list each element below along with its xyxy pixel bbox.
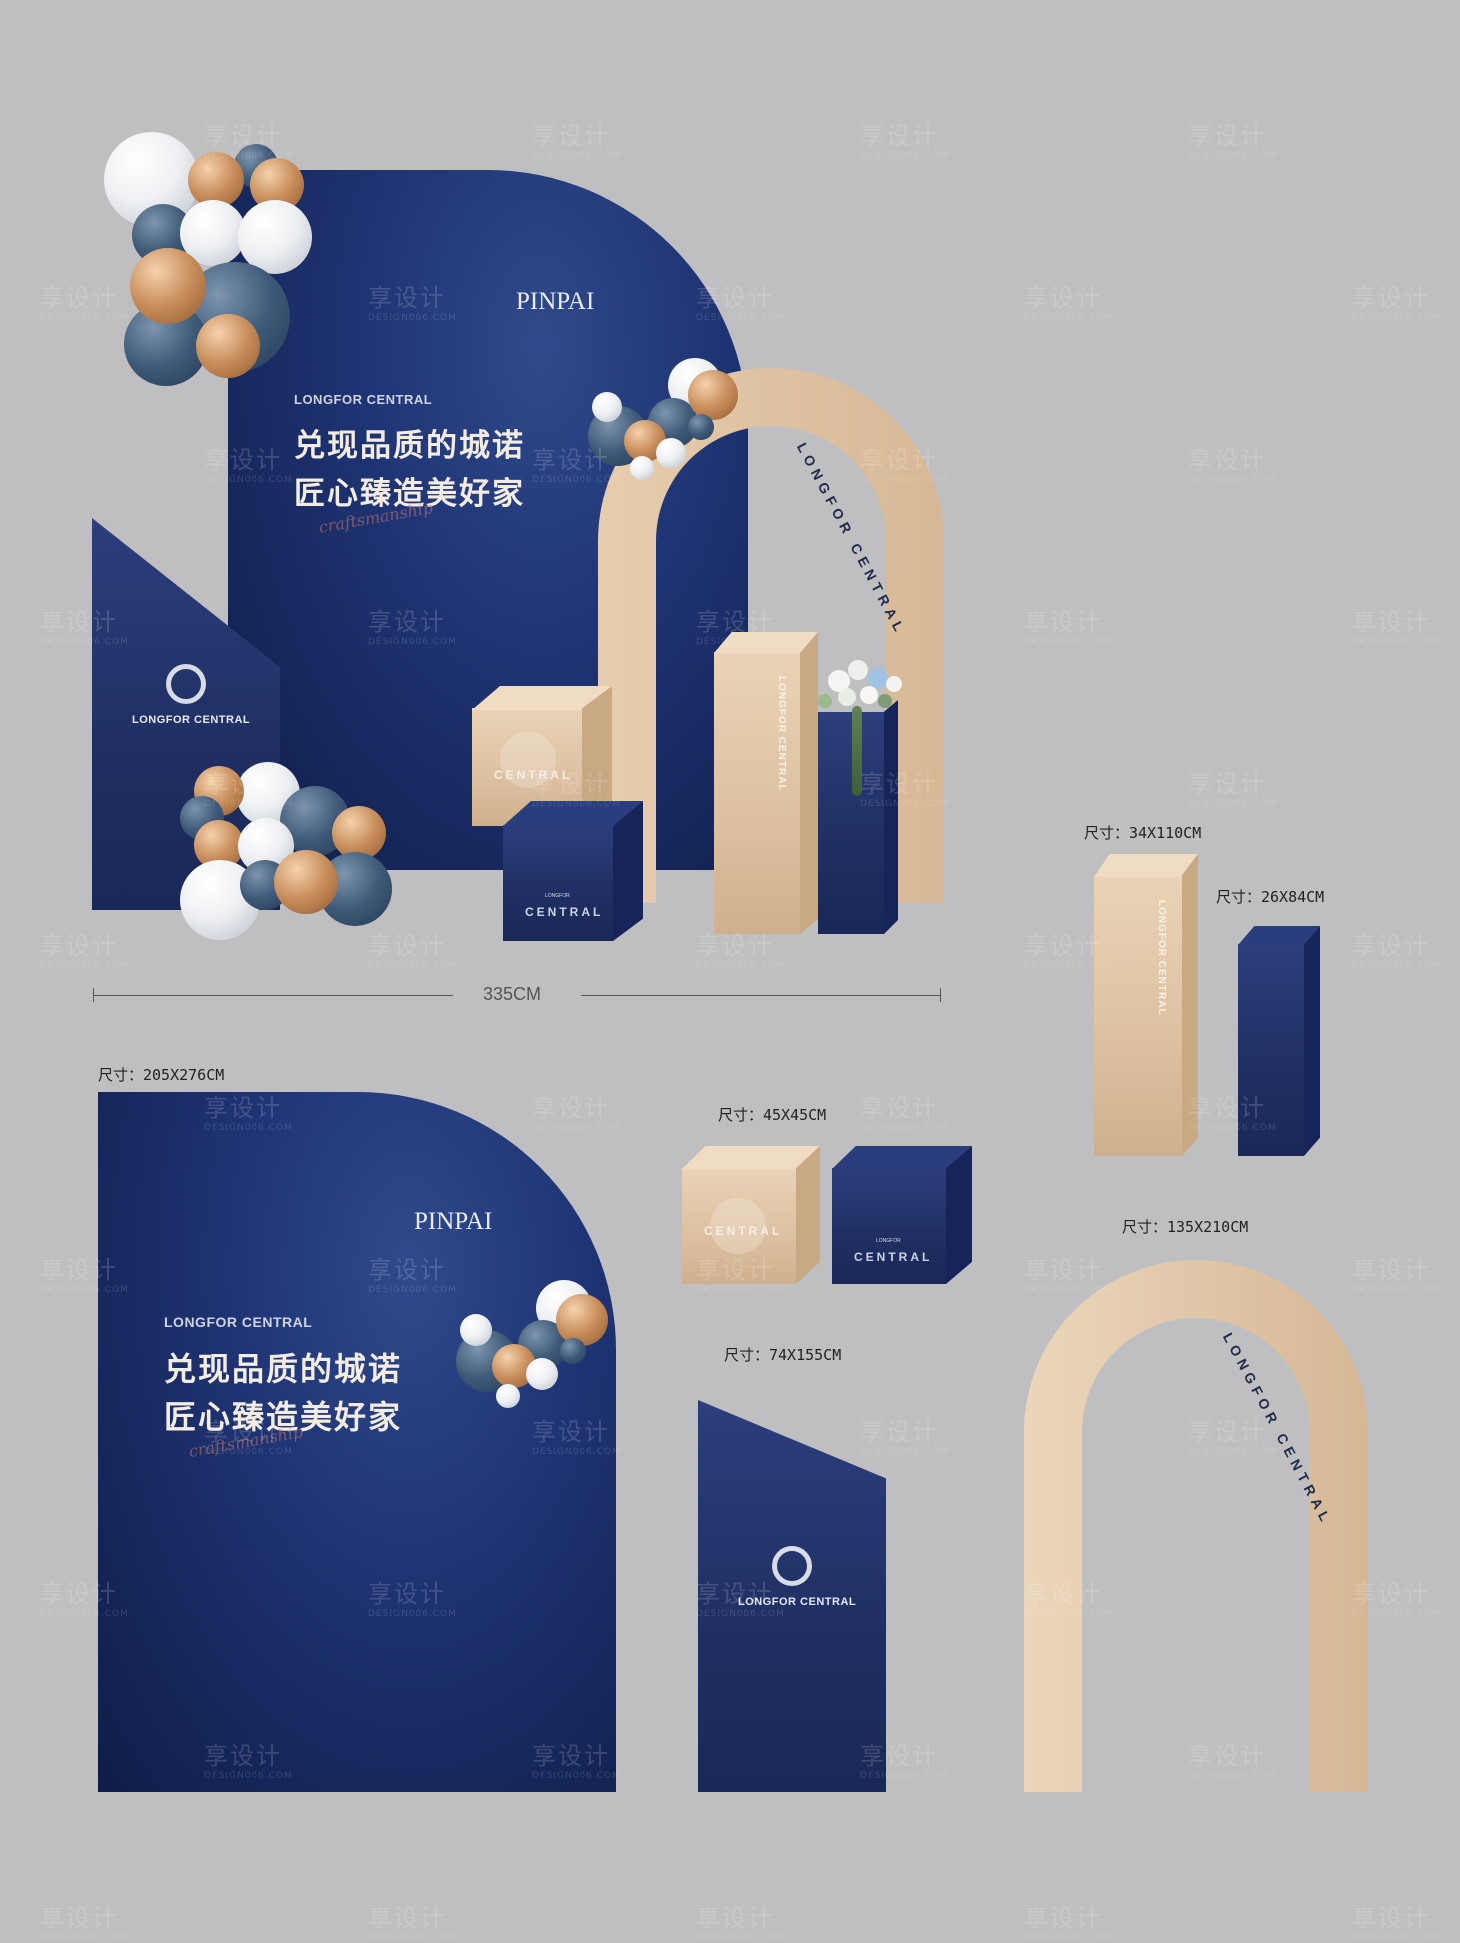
cube-small: LONGFOR <box>545 893 570 899</box>
size-label-panel: 尺寸：74X155CM <box>724 1346 842 1364</box>
backdrop-brand: LONGFOR CENTRAL <box>294 392 433 407</box>
size-label-backdrop: 尺寸：205X276CM <box>98 1066 225 1084</box>
backdrop-line-2: 匠心臻造美好家 <box>294 476 525 512</box>
balloon-cluster-arch <box>588 358 738 488</box>
spec-cube-big-navy: CENTRAL <box>854 1250 933 1264</box>
backdrop-pinpai: PINPAI <box>516 288 595 315</box>
spec-gold-cube-top <box>682 1146 820 1169</box>
cube-big-navy: CENTRAL <box>525 905 604 919</box>
spec-arch <box>1024 1260 1368 1792</box>
spec-backdrop-line-1: 兑现品质的城诺 <box>164 1350 403 1388</box>
spec-gold-pillar-side <box>1182 854 1198 1156</box>
spec-backdrop: PINPAI LONGFOR CENTRAL 兑现品质的城诺 匠心臻造美好家 c… <box>98 1092 616 1792</box>
size-label-arch: 尺寸：135X210CM <box>1122 1218 1249 1236</box>
width-dimension-label: 335CM <box>483 984 542 1004</box>
size-label-cubes: 尺寸：45X45CM <box>718 1106 827 1124</box>
backdrop-line-1: 兑现品质的城诺 <box>294 428 525 464</box>
spec-cube-big: CENTRAL <box>704 1224 783 1238</box>
spec-backdrop-line-2: 匠心臻造美好家 <box>164 1398 403 1436</box>
balloon-cluster-top <box>104 132 314 392</box>
scene-gold-pillar-top <box>714 632 818 653</box>
spec-side-panel: LONGFOR CENTRAL <box>698 1400 886 1792</box>
scene-navy-pillar-side <box>884 700 898 934</box>
spec-backdrop-pinpai: PINPAI <box>414 1208 493 1235</box>
composite-scene: PINPAI LONGFOR CENTRAL 兑现品质的城诺 匠心臻造美好家 c… <box>92 132 944 1004</box>
spec-navy-pillar-top <box>1238 926 1320 945</box>
spec-navy-cube-top <box>832 1146 972 1169</box>
scene-gold-pillar: LONGFOR CENTRAL <box>714 652 800 934</box>
balloon-cluster-bottom <box>180 762 400 942</box>
spec-side-panel-brand: LONGFOR CENTRAL <box>738 1596 857 1608</box>
arch-text: LONGFOR CENTRAL <box>793 440 910 639</box>
scene-navy-pillar <box>818 712 884 934</box>
spec-gold-cube: CENTRAL <box>682 1168 796 1284</box>
spec-navy-cube-side <box>946 1146 972 1284</box>
scene-navy-cube: LONGFOR CENTRAL <box>503 825 613 941</box>
spec-navy-pillar <box>1238 944 1304 1156</box>
spec-gold-pillar-top <box>1094 854 1198 877</box>
pillar-text: LONGFOR CENTRAL <box>776 676 787 792</box>
scene-arch-text: LONGFOR CENTRAL <box>780 410 940 638</box>
spec-pillar-text: LONGFOR CENTRAL <box>1156 900 1167 1016</box>
spec-cube-emblem-icon <box>710 1198 766 1254</box>
size-label-pillar-gold: 尺寸：34X110CM <box>1084 824 1202 842</box>
spec-backdrop-brand: LONGFOR CENTRAL <box>164 1314 313 1330</box>
size-label-pillar-navy: 尺寸：26X84CM <box>1216 888 1325 906</box>
spec-arch-text-wrap: LONGFOR CENTRAL <box>1206 1300 1366 1528</box>
scene-gold-pillar-side <box>800 632 818 934</box>
flower-bouquet <box>808 650 918 810</box>
side-panel-brand: LONGFOR CENTRAL <box>132 714 251 726</box>
spec-navy-cube: LONGFOR CENTRAL <box>832 1168 946 1284</box>
balloon-cluster-spec <box>456 1280 616 1410</box>
scene-navy-cube-side <box>613 801 643 941</box>
spec-gold-pillar: LONGFOR CENTRAL <box>1094 876 1182 1156</box>
logo-ring-icon <box>166 664 206 704</box>
spec-arch-text: LONGFOR CENTRAL <box>1219 1330 1336 1529</box>
spec-navy-pillar-side <box>1304 926 1320 1156</box>
width-dimension-line: 335CM <box>93 984 941 1004</box>
spec-gold-cube-side <box>796 1146 820 1284</box>
spec-cube-small: LONGFOR <box>876 1238 901 1244</box>
cube-emblem-icon <box>500 732 556 788</box>
spec-logo-ring-icon <box>772 1546 812 1586</box>
cube-big: CENTRAL <box>494 768 573 782</box>
